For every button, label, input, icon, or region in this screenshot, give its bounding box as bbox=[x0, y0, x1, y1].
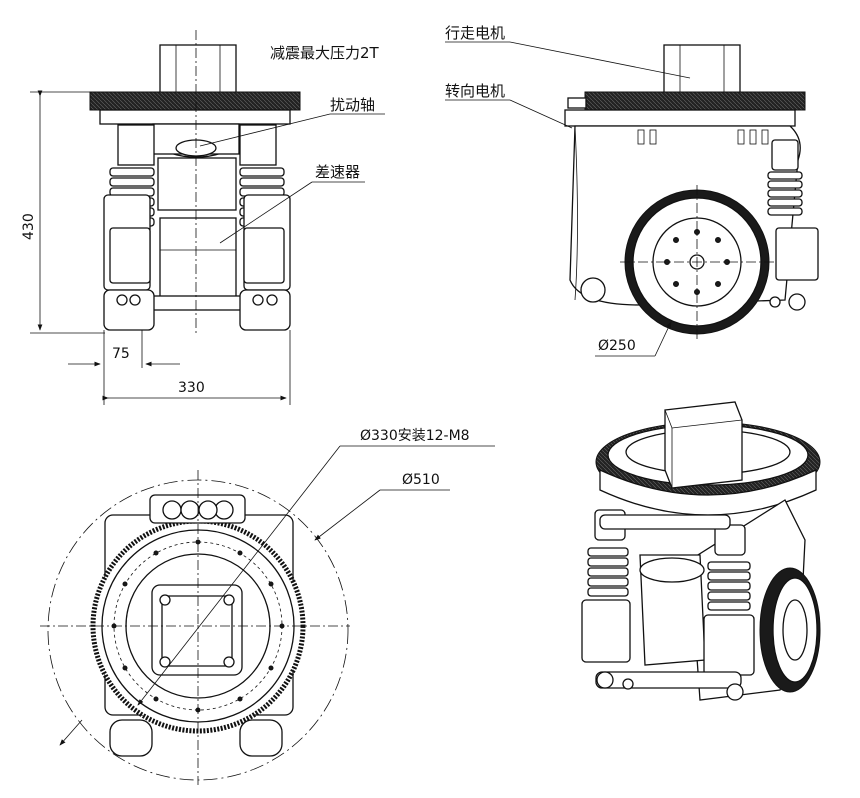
outer-dia-dimension: Ø510 bbox=[59, 472, 450, 746]
wheel-bolts bbox=[664, 229, 730, 295]
height-dimension: 430 bbox=[21, 90, 105, 334]
wheel-dia-text: Ø250 bbox=[598, 338, 636, 354]
wheel-dia-dimension: Ø250 bbox=[595, 321, 672, 357]
width-dimension: 330 bbox=[102, 330, 291, 405]
drive-motor-label: 行走电机 bbox=[445, 24, 505, 42]
mount-circle-dimension: Ø330安装12-M8 bbox=[137, 428, 495, 706]
outer-dia-text: Ø510 bbox=[402, 472, 440, 488]
max-pressure-label: 减震最大压力2T bbox=[270, 44, 380, 62]
side-view bbox=[564, 44, 819, 340]
width-dim-text: 330 bbox=[178, 380, 205, 396]
offset-dimension: 75 bbox=[68, 330, 180, 405]
offset-dim-text: 75 bbox=[112, 346, 130, 362]
mount-circle-text: Ø330安装12-M8 bbox=[360, 428, 470, 444]
steering-motor-label: 转向电机 bbox=[445, 82, 505, 100]
side-spring bbox=[767, 171, 803, 216]
differential-label: 差速器 bbox=[315, 163, 360, 181]
isometric-view bbox=[581, 401, 821, 701]
front-view bbox=[89, 30, 301, 335]
top-view bbox=[40, 470, 350, 785]
disturbance-shaft-label: 扰动轴 bbox=[330, 96, 375, 114]
height-dim-text: 430 bbox=[21, 213, 37, 240]
